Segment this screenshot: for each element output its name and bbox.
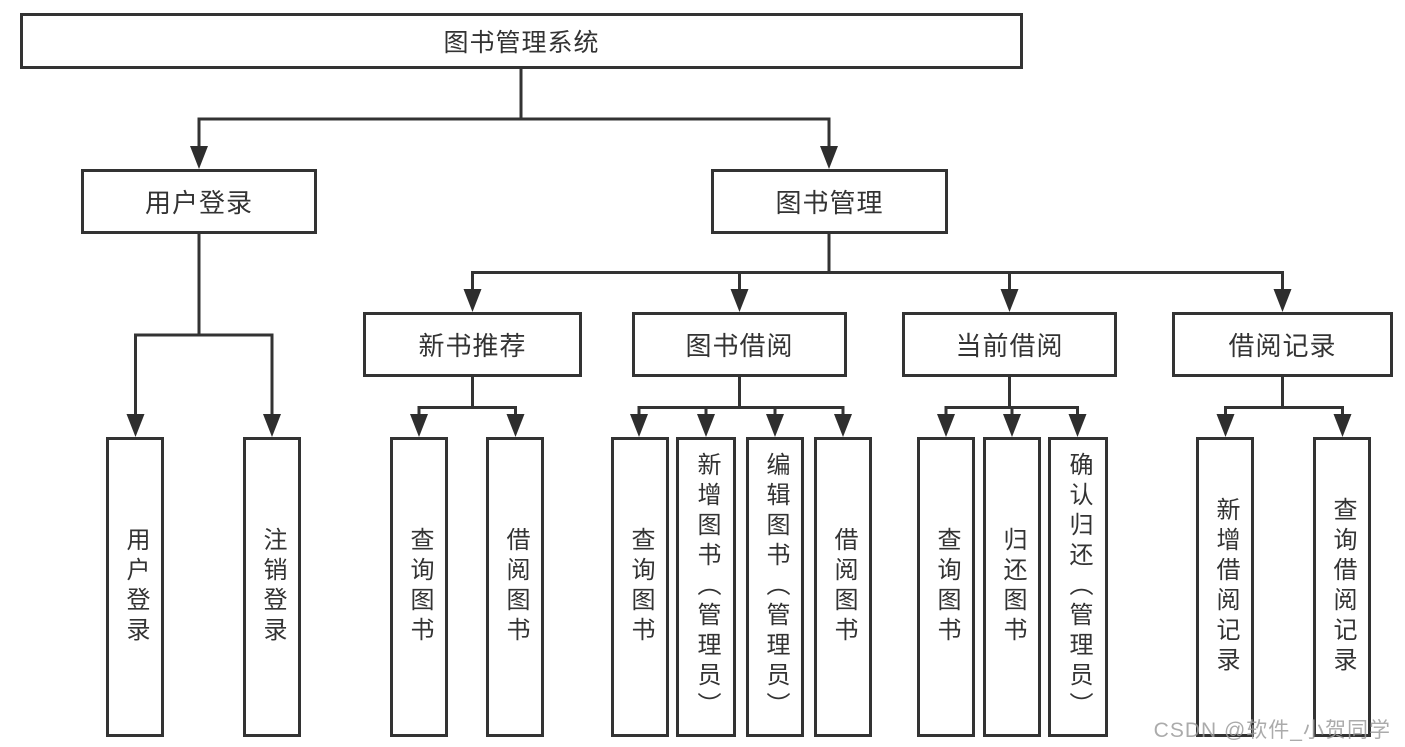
leaf-add-borrow-record: 新增借阅记录 — [1196, 437, 1254, 737]
arrowhead — [1068, 414, 1087, 437]
leaf-query-borrow-record: 查询借阅记录 — [1313, 437, 1371, 737]
arrowheads — [126, 146, 1352, 437]
leaf-edit-books-admin: 编辑图书（管理员） — [746, 437, 804, 737]
node-user-login-branch: 用户登录 — [81, 169, 317, 234]
leaf-confirm-return-admin: 确认归还（管理员） — [1048, 437, 1108, 737]
leaf-edit-books-admin-label: 编辑图书（管理员） — [762, 452, 789, 722]
branch-lines — [134, 69, 1344, 415]
arrowhead — [697, 414, 715, 437]
arrowhead — [1333, 414, 1352, 437]
node-user-login-branch-label: 用户登录 — [144, 188, 253, 218]
node-book-borrowing-label: 图书借阅 — [685, 331, 794, 361]
node-book-management: 图书管理 — [711, 169, 948, 234]
branch-current — [944, 377, 1079, 415]
leaf-query-books-borrowing: 查询图书 — [611, 437, 669, 737]
arrowhead — [506, 414, 525, 437]
node-current-borrowing: 当前借阅 — [902, 312, 1117, 377]
node-borrowing-records: 借阅记录 — [1172, 312, 1393, 377]
leaf-query-books-current: 查询图书 — [917, 437, 975, 737]
node-new-book-recommend-label: 新书推荐 — [418, 331, 527, 361]
arrowhead — [730, 289, 749, 312]
leaf-query-borrow-record-label: 查询借阅记录 — [1329, 497, 1356, 677]
node-new-book-recommend: 新书推荐 — [363, 312, 582, 377]
leaf-query-books-recommend: 查询图书 — [390, 437, 448, 737]
arrowhead — [463, 289, 482, 312]
arrowhead — [1216, 414, 1235, 437]
arrowhead — [410, 414, 428, 437]
leaf-add-borrow-record-label: 新增借阅记录 — [1212, 497, 1239, 677]
leaf-return-books-label: 归还图书 — [999, 527, 1026, 647]
arrowhead — [820, 146, 838, 169]
arrowhead — [834, 414, 852, 437]
node-root: 图书管理系统 — [20, 13, 1023, 69]
leaf-borrow-books-recommend: 借阅图书 — [486, 437, 544, 737]
leaf-query-books-borrowing-label: 查询图书 — [627, 527, 654, 647]
arrowhead — [1003, 414, 1021, 437]
branch-login — [134, 234, 274, 415]
branch-records — [1224, 377, 1344, 415]
csdn-watermark: CSDN @软件_小贺同学 — [1153, 719, 1391, 742]
arrowhead — [1000, 289, 1019, 312]
branch-borrow — [637, 377, 845, 415]
arrowhead — [1273, 289, 1292, 312]
leaf-confirm-return-admin-label: 确认归还（管理员） — [1065, 452, 1092, 722]
leaf-logout-label: 注销登录 — [259, 527, 286, 647]
arrowhead — [126, 414, 145, 437]
branch-newbook — [417, 377, 517, 415]
leaf-return-books: 归还图书 — [983, 437, 1041, 737]
node-current-borrowing-label: 当前借阅 — [955, 331, 1064, 361]
leaf-add-books-admin-label: 新增图书（管理员） — [693, 452, 720, 722]
branch-mgmt — [471, 234, 1284, 290]
node-root-label: 图书管理系统 — [443, 29, 600, 57]
node-book-borrowing: 图书借阅 — [632, 312, 847, 377]
leaf-query-books-recommend-label: 查询图书 — [406, 527, 433, 647]
arrowhead — [263, 414, 281, 437]
leaf-logout: 注销登录 — [243, 437, 301, 737]
branch-root — [197, 69, 831, 147]
arrowhead — [630, 414, 648, 437]
leaf-borrow-books-recommend-label: 借阅图书 — [502, 527, 529, 647]
node-book-management-label: 图书管理 — [775, 188, 884, 218]
leaf-user-login-label: 用户登录 — [122, 527, 149, 647]
leaf-borrow-books: 借阅图书 — [814, 437, 872, 737]
leaf-borrow-books-label: 借阅图书 — [830, 527, 857, 647]
leaf-user-login: 用户登录 — [106, 437, 164, 737]
leaf-add-books-admin: 新增图书（管理员） — [676, 437, 736, 737]
node-borrowing-records-label: 借阅记录 — [1228, 331, 1337, 361]
arrowhead — [190, 146, 208, 169]
arrowhead — [766, 414, 784, 437]
leaf-query-books-current-label: 查询图书 — [933, 527, 960, 647]
arrowhead — [937, 414, 955, 437]
